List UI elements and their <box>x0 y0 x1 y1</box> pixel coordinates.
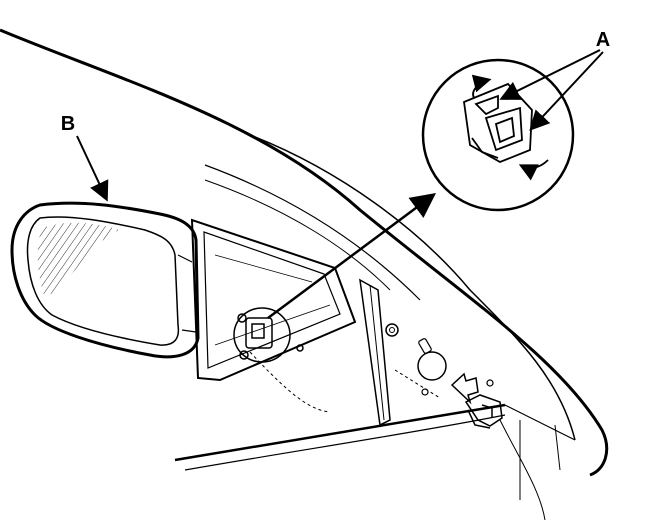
door-edge-right <box>504 404 576 441</box>
grommet-slot <box>418 338 432 354</box>
connector-at-base <box>233 307 304 363</box>
door-panel <box>0 28 609 521</box>
door-inner-curve-2 <box>204 164 421 301</box>
harness-clip <box>464 394 503 429</box>
door-lower-curve <box>499 419 546 521</box>
door-inner-curve-1 <box>249 134 576 441</box>
grommet-hole-large <box>417 351 447 381</box>
detail-arrow <box>267 193 437 320</box>
mounting-nut-inner <box>389 327 395 333</box>
mounting-panel-edge <box>369 284 385 421</box>
mirror-base-inner <box>203 231 341 369</box>
detail-circle <box>421 58 575 212</box>
mounting-nut <box>385 323 399 337</box>
mounting-panel-outline <box>359 278 391 427</box>
door-outer-curve <box>0 28 609 477</box>
release-tab-arrow-upper <box>471 74 492 99</box>
mirror-glass-hatch <box>37 222 120 296</box>
callout-label-a: A <box>596 29 610 51</box>
small-hole-1 <box>486 379 494 387</box>
small-hole-2 <box>421 388 429 396</box>
mirror-neck <box>177 254 197 333</box>
mirror-base <box>190 218 357 413</box>
callout-b-leader <box>76 135 109 202</box>
electrical-connector-icon <box>463 82 533 163</box>
mirror-housing <box>10 201 200 359</box>
door-inner-vertical-2 <box>554 424 561 471</box>
door-inner-curve-3 <box>204 179 391 291</box>
callout-a-leaders <box>499 49 604 131</box>
mounting-panel <box>359 278 494 427</box>
dashed-alignment-line <box>394 369 441 399</box>
mirror-base-outline <box>190 218 357 382</box>
release-tab-arrow-lower <box>518 159 549 181</box>
side-mirror-icon <box>10 201 200 359</box>
door-belt-line <box>174 403 506 462</box>
connector-detail <box>421 58 575 212</box>
door-belt-line-2 <box>184 414 506 471</box>
callout-label-b: B <box>61 113 75 135</box>
mirror-glass-frame <box>26 216 180 346</box>
